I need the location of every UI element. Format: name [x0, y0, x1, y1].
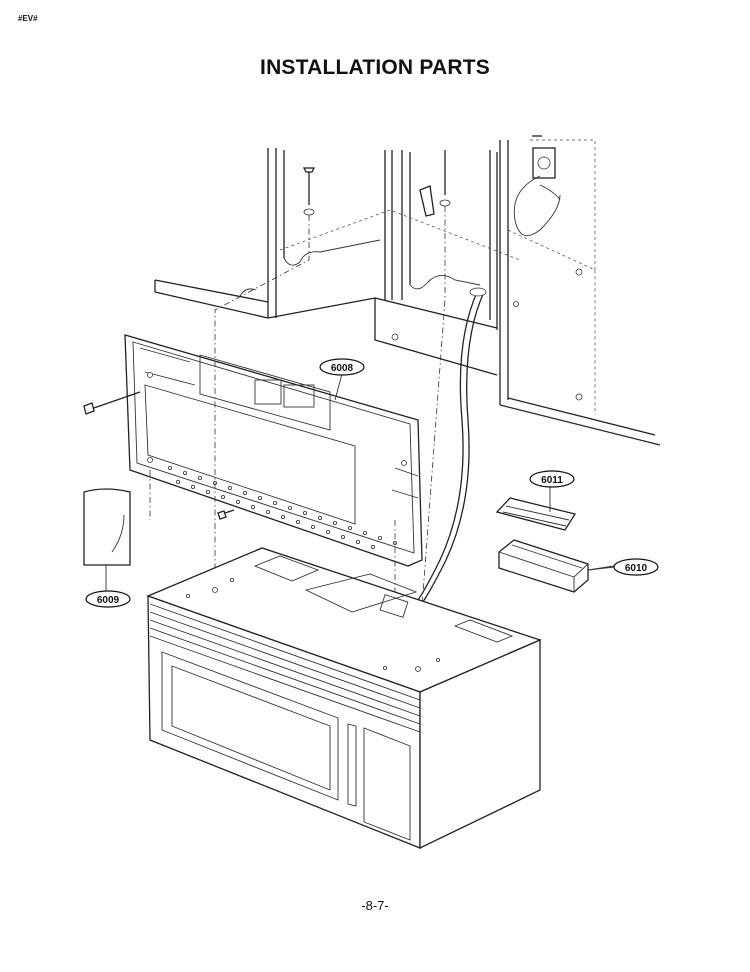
page-title: INSTALLATION PARTS — [260, 56, 490, 79]
damper-assembly — [498, 539, 615, 593]
mounting-screws — [83, 391, 235, 520]
cabinet-screws — [302, 150, 451, 217]
power-outlet — [513, 135, 561, 237]
callout-6009: 6009 — [85, 590, 131, 608]
mounting-plate — [124, 334, 423, 567]
corner-tag: #EV# — [18, 14, 38, 23]
microwave-oven — [146, 547, 542, 850]
svg-text:6009: 6009 — [97, 595, 120, 606]
page-number: -8-7- — [361, 898, 389, 913]
template-sheet — [83, 488, 131, 592]
callout-6008: 6008 — [319, 358, 365, 376]
filter-cover — [495, 486, 577, 531]
callout-6010: 6010 — [613, 558, 659, 576]
svg-text:6008: 6008 — [331, 363, 354, 374]
callout-6011: 6011 — [529, 470, 575, 488]
wall-cabinets — [154, 139, 661, 446]
power-cord — [399, 287, 487, 626]
svg-text:6010: 6010 — [625, 563, 648, 574]
alignment-lines — [149, 206, 446, 661]
svg-text:6011: 6011 — [541, 475, 563, 486]
